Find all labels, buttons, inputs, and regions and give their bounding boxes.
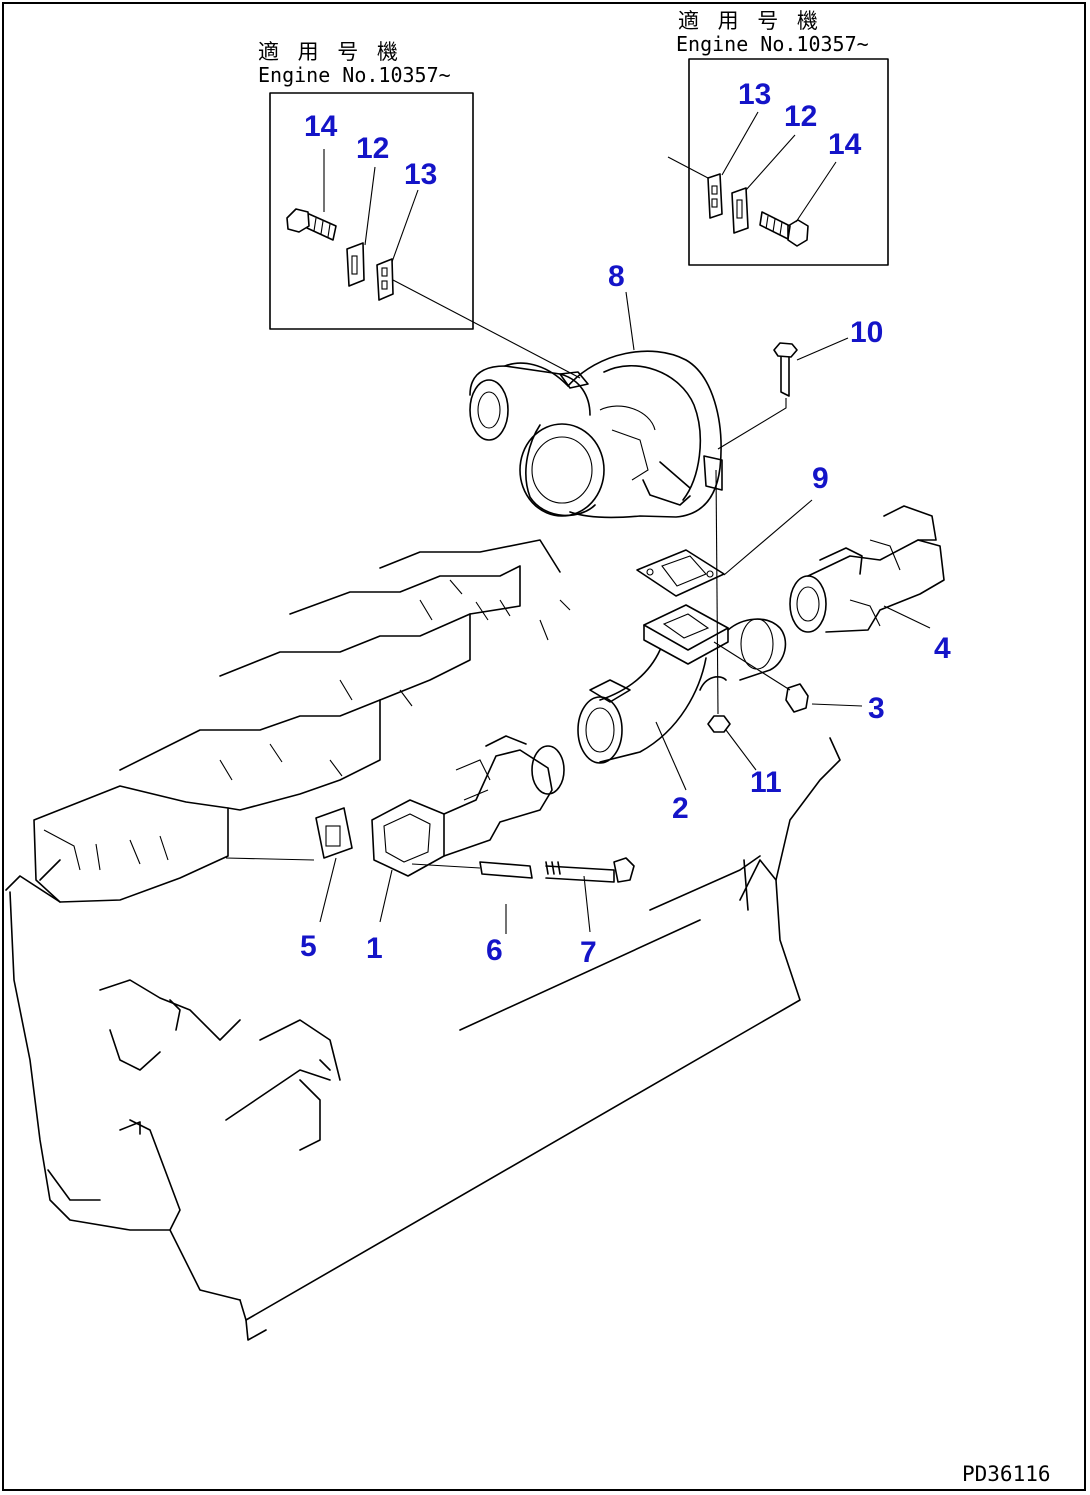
bolt-3: [713, 641, 863, 713]
callout-inset-right-12: 12: [784, 100, 817, 133]
exhaust-pipe-2: [577, 604, 787, 791]
inset-left: [269, 92, 581, 379]
inset-left-heading-en: Engine No.10357~: [258, 63, 451, 87]
callout-1: 1: [366, 932, 383, 965]
drawing-code: PD36116: [962, 1462, 1051, 1486]
callout-inset-left-14: 14: [304, 110, 338, 143]
turbocharger: [469, 291, 723, 519]
engine-block: [5, 539, 841, 1341]
inset-right-box: [688, 58, 889, 266]
exhaust-manifold-1: [371, 735, 565, 923]
bolt-7: [545, 857, 635, 933]
inset-left-lock-plate: [376, 258, 394, 301]
callout-3: 3: [868, 692, 885, 725]
inset-right-bolt: [759, 211, 809, 247]
inset-right-lock-plate: [707, 173, 723, 219]
callout-10: 10: [850, 316, 883, 349]
callout-labels: 14 12 13 13 12 14 8 10 9 4 3 11 2 5 1 6 …: [300, 78, 951, 969]
inset-right-plate: [731, 187, 749, 234]
callout-5: 5: [300, 930, 317, 963]
gasket-9: [636, 499, 813, 597]
nut-11: [707, 715, 757, 771]
callout-9: 9: [812, 462, 829, 495]
inset-right-heading-en: Engine No.10357~: [676, 32, 869, 56]
inset-left-heading-jp: 適 用 号 機: [258, 40, 401, 64]
callout-8: 8: [608, 260, 625, 293]
callout-inset-left-13: 13: [404, 158, 437, 191]
callout-6: 6: [486, 934, 503, 967]
sleeve-6: [411, 861, 533, 934]
inset-right: [667, 58, 889, 266]
callout-11: 11: [750, 766, 782, 799]
callout-inset-left-12: 12: [356, 132, 389, 165]
inset-right-heading-jp: 適 用 号 機: [678, 9, 821, 33]
inset-left-bolt: [286, 208, 337, 241]
inset-left-box: [269, 92, 474, 330]
callout-inset-right-13: 13: [738, 78, 771, 111]
gasket-5: [225, 807, 353, 923]
callout-7: 7: [580, 936, 597, 969]
inset-left-plate: [346, 242, 365, 287]
callout-4: 4: [934, 632, 951, 665]
exhaust-manifold-4: [789, 505, 945, 633]
callout-2: 2: [672, 792, 689, 825]
bolt-10: [717, 337, 849, 450]
callout-inset-right-14: 14: [828, 128, 862, 161]
